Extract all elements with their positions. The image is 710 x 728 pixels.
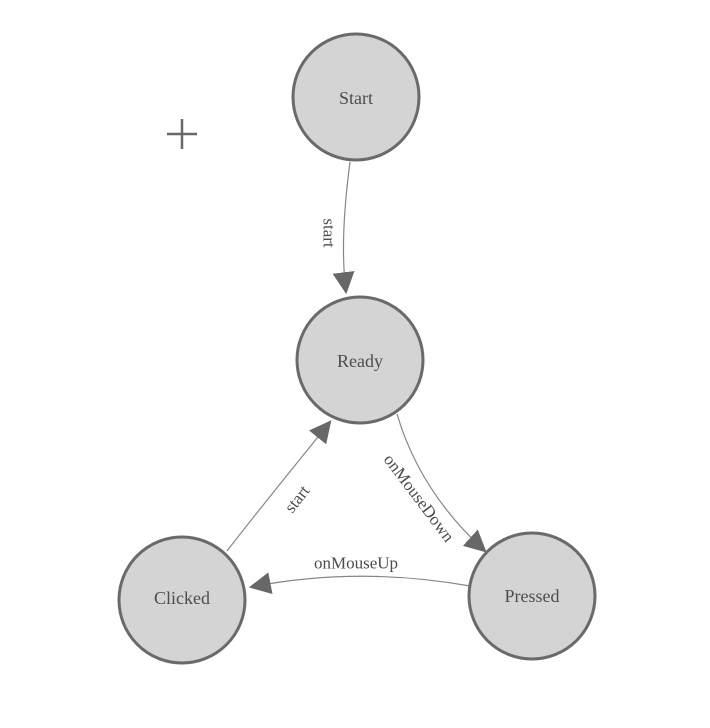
edge-ready-to-pressed-path[interactable] <box>396 413 487 553</box>
edge-clicked-to-ready[interactable]: start <box>226 420 332 552</box>
state-label-ready: Ready <box>337 351 383 371</box>
state-node-start[interactable]: Start <box>291 32 421 162</box>
state-node-ready[interactable]: Ready <box>295 295 425 425</box>
edge-pressed-to-clicked[interactable]: onMouseUp <box>248 554 471 594</box>
plus-crosshair-icon[interactable] <box>167 119 197 149</box>
edge-label-ready-to-pressed: onMouseDown <box>380 450 459 546</box>
state-circle-ready[interactable] <box>295 295 425 425</box>
edge-ready-to-pressed[interactable]: onMouseDown <box>380 413 487 553</box>
edge-pressed-to-clicked-path[interactable] <box>248 572 471 594</box>
state-label-clicked: Clicked <box>154 588 210 608</box>
edge-label-clicked-to-ready: start <box>281 481 314 516</box>
edge-label-pressed-to-clicked: onMouseUp <box>314 554 398 573</box>
state-label-start: Start <box>339 88 373 108</box>
state-node-clicked[interactable]: Clicked <box>117 535 247 665</box>
state-circle-pressed[interactable] <box>467 531 597 661</box>
state-circle-clicked[interactable] <box>117 535 247 665</box>
edge-start-to-ready-path[interactable] <box>332 161 355 295</box>
state-circle-start[interactable] <box>291 32 421 162</box>
state-node-pressed[interactable]: Pressed <box>467 531 597 661</box>
edge-label-start-to-ready: start <box>320 218 339 248</box>
edge-clicked-to-ready-path[interactable] <box>226 420 332 552</box>
edge-start-to-ready[interactable]: start <box>320 161 355 295</box>
state-label-pressed: Pressed <box>505 586 560 606</box>
